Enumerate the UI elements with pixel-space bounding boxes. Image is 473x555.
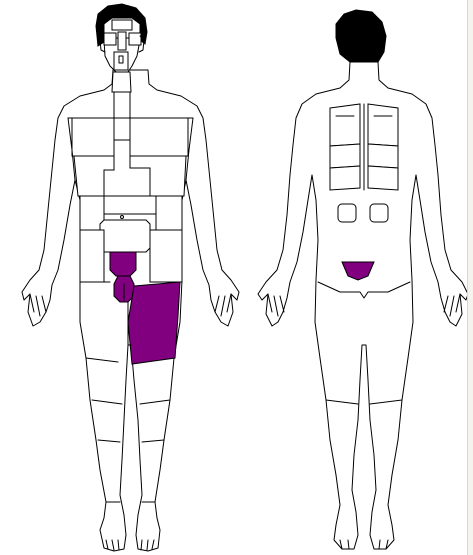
back-body-outline: [258, 62, 468, 549]
front-head: [96, 4, 147, 72]
left-kidney-region[interactable]: [370, 204, 388, 222]
lower-abdomen-region[interactable]: [100, 220, 150, 252]
left-upper-chest-region[interactable]: [130, 118, 188, 156]
left-groin-region[interactable]: [150, 230, 182, 282]
front-view: [22, 4, 239, 551]
left-mid-back-region[interactable]: [368, 144, 398, 168]
right-mid-back-region[interactable]: [330, 144, 360, 168]
nose-region[interactable]: [118, 32, 126, 50]
right-upper-chest-region[interactable]: [72, 118, 114, 156]
right-groin-region[interactable]: [80, 230, 104, 282]
right-kidney-region[interactable]: [338, 204, 356, 222]
left-upper-back-region[interactable]: [368, 104, 398, 146]
right-lower-back-region[interactable]: [330, 166, 360, 190]
navel: [121, 216, 124, 219]
panel-edge: [467, 0, 473, 555]
left-lower-back-region[interactable]: [368, 166, 398, 190]
umbilical-region[interactable]: [104, 196, 156, 214]
sternum-upper-region[interactable]: [114, 92, 130, 118]
mouth-mark: [119, 56, 123, 63]
sternum-region[interactable]: [114, 118, 130, 140]
neck-region[interactable]: [112, 72, 131, 92]
pubic-region-selected[interactable]: [110, 252, 136, 276]
forehead-region[interactable]: [112, 20, 132, 30]
right-eye-region[interactable]: [104, 33, 116, 45]
left-eye-region[interactable]: [129, 33, 141, 45]
right-upper-back-region[interactable]: [330, 104, 360, 146]
back-head: [336, 10, 386, 62]
back-view: [258, 10, 468, 549]
left-thigh-anterior-selected[interactable]: [128, 282, 180, 364]
left-flank-region[interactable]: [156, 196, 182, 230]
